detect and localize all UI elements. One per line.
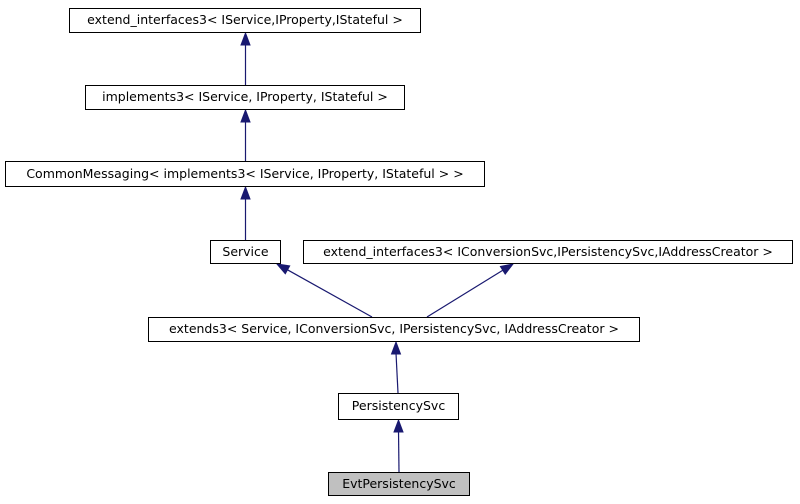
node-commonmessaging[interactable]: CommonMessaging< implements3< IService, … — [5, 161, 485, 187]
node-extend-interfaces3-iconversionsvc[interactable]: extend_interfaces3< IConversionSvc,IPers… — [303, 240, 793, 264]
node-extends3[interactable]: extends3< Service, IConversionSvc, IPers… — [148, 317, 640, 342]
edge-service-to-commonmessaging — [240, 185, 251, 240]
edge-extends3-to-extend-interfaces3-conv — [426, 263, 515, 318]
node-implements3[interactable]: implements3< IService, IProperty, IState… — [85, 85, 405, 110]
edge-persistencysvc-to-extends3 — [390, 340, 402, 394]
edge-extends3-to-service — [275, 263, 373, 318]
node-evtpersistencysvc: EvtPersistencySvc — [328, 472, 470, 496]
node-persistencysvc[interactable]: PersistencySvc — [338, 393, 459, 420]
edge-implements3-to-extend-interfaces3 — [240, 31, 251, 85]
node-extend-interfaces3-iservice[interactable]: extend_interfaces3< IService,IProperty,I… — [69, 8, 421, 33]
node-service[interactable]: Service — [210, 240, 281, 264]
edge-evtpersistencysvc-to-persistencysvc — [393, 418, 404, 473]
edge-commonmessaging-to-implements3 — [240, 108, 251, 161]
